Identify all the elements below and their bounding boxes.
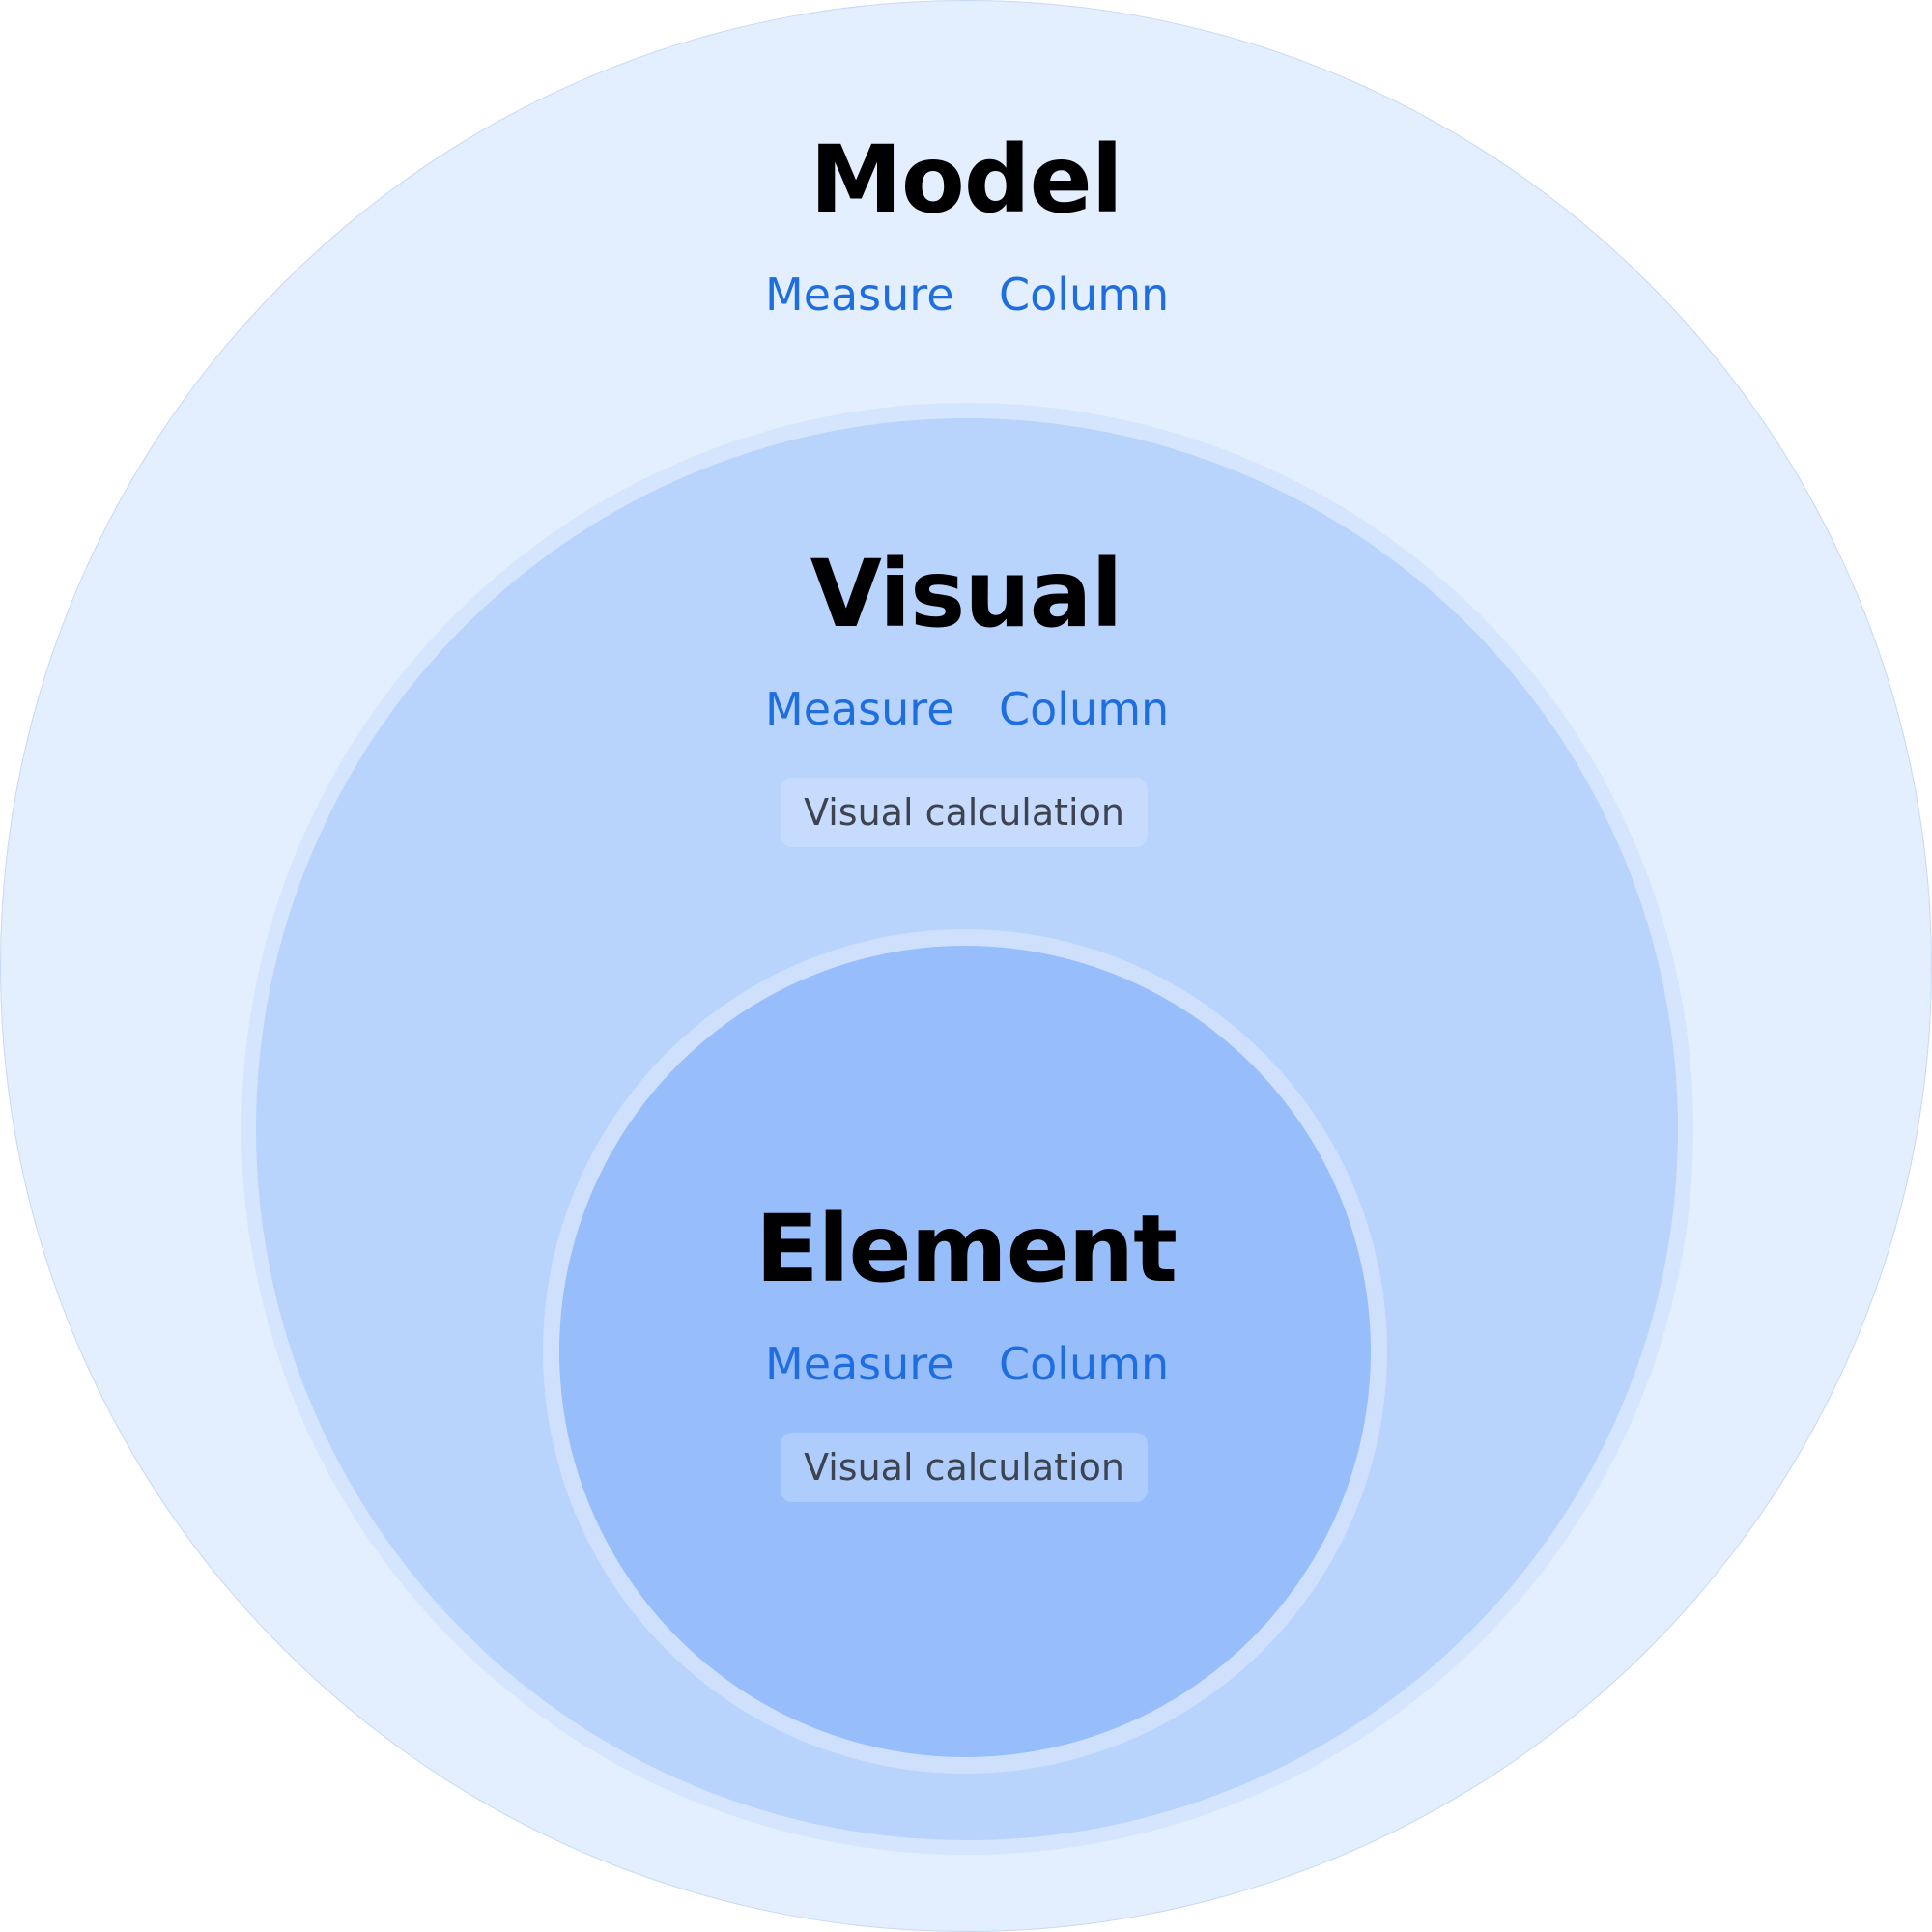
element-title: Element (755, 1195, 1178, 1303)
visual-title: Visual (810, 540, 1123, 648)
element-measure-link[interactable]: Measure (765, 1338, 954, 1390)
element-calculation-chip[interactable]: Visual calculation (781, 1433, 1148, 1502)
visual-measure-link[interactable]: Measure (765, 683, 954, 735)
visual-calculation-chip[interactable]: Visual calculation (781, 778, 1148, 847)
visual-column-link[interactable]: Column (999, 683, 1170, 735)
element-calculation-label: Visual calculation (804, 1446, 1124, 1489)
model-column-link[interactable]: Column (999, 269, 1170, 321)
model-measure-link[interactable]: Measure (765, 269, 954, 321)
element-column-link[interactable]: Column (999, 1338, 1170, 1390)
visual-calculation-label: Visual calculation (804, 791, 1124, 834)
element-scope-circle (559, 946, 1371, 1757)
model-title: Model (810, 126, 1122, 234)
